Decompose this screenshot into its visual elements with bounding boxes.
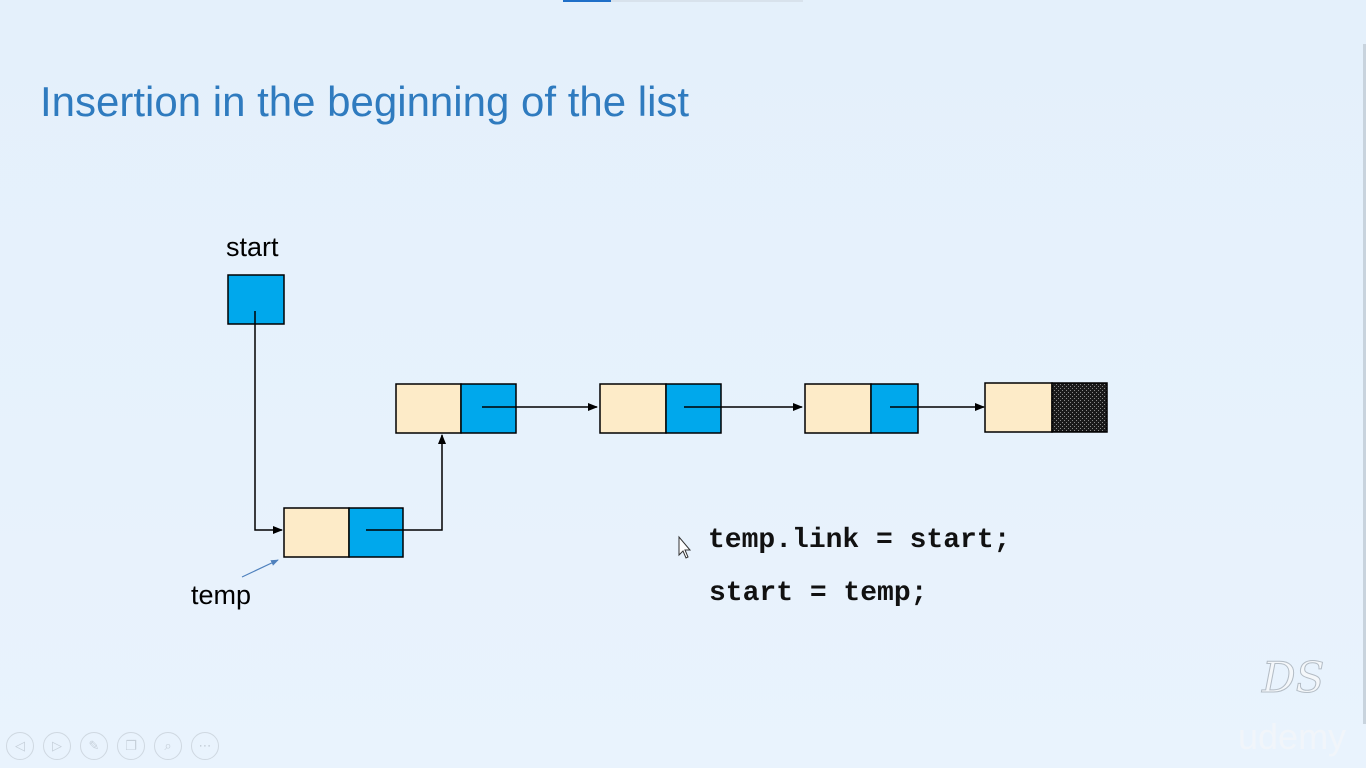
start-label: start <box>226 232 279 262</box>
list-node-3-info <box>804 383 872 434</box>
temp-link-to-first-node-arrow <box>366 434 446 531</box>
zoom-icon[interactable]: ⌕ <box>154 732 182 760</box>
more-icon[interactable]: ⋯ <box>191 732 219 760</box>
code-line-1: temp.link = start; <box>708 525 1011 556</box>
list-node-1 <box>395 383 517 434</box>
ds-logo: DS <box>1261 653 1325 703</box>
slide-progress-indicator <box>563 0 611 2</box>
list-node-4-info <box>984 382 1053 433</box>
start-pointer-box <box>227 274 285 325</box>
list-node-1-info <box>395 383 462 434</box>
list-node-3 <box>804 383 919 434</box>
list-node-2-link <box>665 383 722 434</box>
slide-title: Insertion in the beginning of the list <box>40 78 690 125</box>
pen-icon[interactable]: ✎ <box>80 732 108 760</box>
previous-icon[interactable]: ◁ <box>6 732 34 760</box>
null-link-cell <box>1051 382 1108 433</box>
temp-node-link <box>348 507 404 558</box>
udemy-watermark: udemy <box>1238 716 1347 757</box>
temp-label: temp <box>191 580 252 610</box>
list-node-1-link <box>460 383 517 434</box>
slide-progress-track <box>563 0 803 2</box>
list-node-2-info <box>599 383 667 434</box>
list-node-4 <box>984 382 1108 433</box>
list-node-2 <box>599 383 722 434</box>
scrollbar[interactable] <box>1363 44 1366 724</box>
next-icon[interactable]: ▷ <box>43 732 71 760</box>
temp-label-pointer <box>241 559 279 578</box>
temp-node <box>283 507 404 558</box>
slideshow-controls: ◁ ▷ ✎ ❐ ⌕ ⋯ <box>6 732 219 760</box>
code-line-2: start = temp; <box>709 578 928 609</box>
start-to-temp-arrow <box>254 311 283 534</box>
temp-node-info <box>283 507 350 558</box>
list-node-3-link <box>870 383 919 434</box>
mouse-cursor-icon <box>678 535 692 559</box>
slides-icon[interactable]: ❐ <box>117 732 145 760</box>
